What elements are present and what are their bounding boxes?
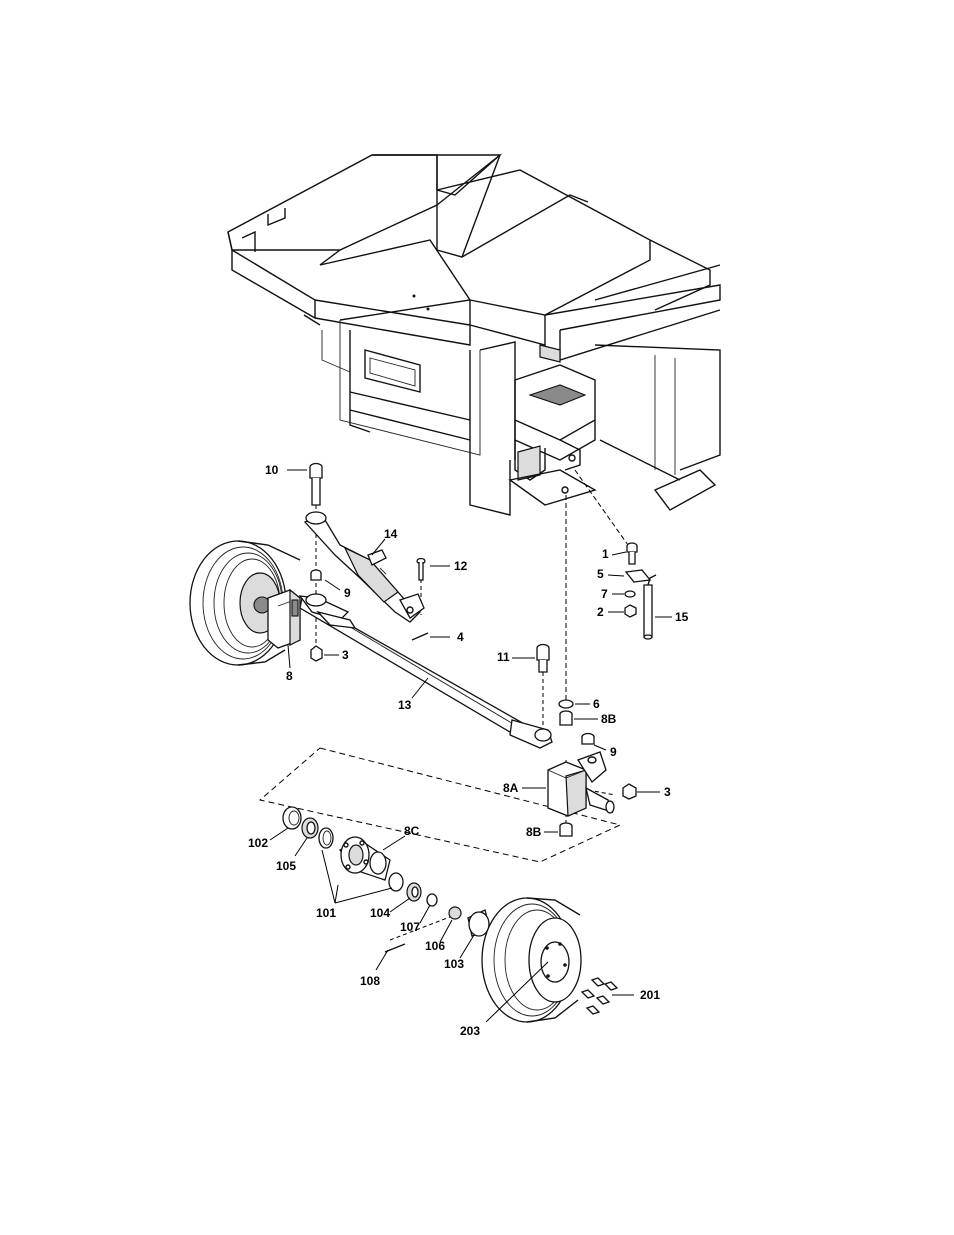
bearing-105 bbox=[301, 817, 319, 839]
pin-12 bbox=[416, 557, 426, 581]
left-wheel-assembly bbox=[189, 540, 301, 666]
callout-7: 7 bbox=[601, 587, 608, 601]
bolt-11 bbox=[536, 643, 550, 673]
bushing-8B-top bbox=[559, 710, 573, 726]
callout-105: 105 bbox=[276, 859, 296, 873]
callout-203: 203 bbox=[460, 1024, 480, 1038]
callout-8B: 8B bbox=[601, 712, 617, 726]
callout-106: 106 bbox=[425, 939, 445, 953]
cotter-pin-4 bbox=[411, 632, 429, 641]
callout-108: 108 bbox=[360, 974, 380, 988]
bolt-10 bbox=[309, 462, 323, 506]
hydraulic-cylinder bbox=[303, 511, 425, 623]
callout-103: 103 bbox=[444, 957, 464, 971]
callout-15: 15 bbox=[675, 610, 689, 624]
callout-1: 1 bbox=[602, 547, 609, 561]
washer-6 bbox=[558, 699, 574, 709]
dust-cap-103 bbox=[467, 909, 491, 937]
callout-10: 10 bbox=[265, 463, 279, 477]
callout-8: 8 bbox=[286, 669, 293, 683]
bolt-1 bbox=[626, 542, 638, 565]
callout-8B: 8B bbox=[526, 825, 542, 839]
callout-3: 3 bbox=[342, 648, 349, 662]
callout-201: 201 bbox=[640, 988, 660, 1002]
chassis-frame bbox=[227, 154, 721, 516]
bushing-9-right bbox=[581, 732, 595, 745]
washer-107 bbox=[426, 893, 438, 907]
bushing-9-left bbox=[310, 569, 322, 581]
bushing-8B-bottom bbox=[559, 822, 573, 837]
nut-3-right bbox=[622, 783, 637, 800]
cup-101-a bbox=[318, 827, 334, 849]
nut-106 bbox=[448, 906, 462, 920]
callout-101: 101 bbox=[316, 906, 336, 920]
callout-6: 6 bbox=[593, 697, 600, 711]
bearing-104 bbox=[406, 882, 422, 902]
seal-102 bbox=[282, 806, 302, 830]
callout-5: 5 bbox=[597, 567, 604, 581]
callout-8C: 8C bbox=[404, 824, 420, 838]
callout-4: 4 bbox=[457, 630, 464, 644]
callout-107: 107 bbox=[400, 920, 420, 934]
bracket-5 bbox=[624, 569, 652, 583]
cup-101-b bbox=[388, 872, 404, 892]
nut-3-left bbox=[310, 645, 323, 662]
callout-14: 14 bbox=[384, 527, 398, 541]
callout-12: 12 bbox=[454, 559, 468, 573]
callout-9: 9 bbox=[610, 745, 617, 759]
cotter-pin-108 bbox=[384, 943, 406, 953]
callout-2: 2 bbox=[597, 605, 604, 619]
washer-7 bbox=[624, 590, 636, 598]
lug-bolts-201 bbox=[580, 977, 619, 1015]
callout-9: 9 bbox=[344, 586, 351, 600]
nut-2 bbox=[624, 604, 637, 618]
callout-13: 13 bbox=[398, 698, 412, 712]
spindle-8A bbox=[547, 751, 615, 817]
hardware-parts bbox=[309, 462, 657, 837]
callout-104: 104 bbox=[370, 906, 390, 920]
callout-8A: 8A bbox=[503, 781, 519, 795]
hub-components bbox=[282, 806, 491, 953]
callout-labels: 10 14 12 9 4 8 3 13 11 1 5 7 2 15 6 8B 9… bbox=[248, 463, 689, 1038]
pin-15 bbox=[643, 574, 657, 640]
right-wheel-203 bbox=[481, 897, 582, 1023]
tie-rod bbox=[298, 593, 553, 749]
hub-8C bbox=[339, 836, 391, 881]
callout-11: 11 bbox=[497, 650, 510, 664]
callout-3: 3 bbox=[664, 785, 671, 799]
callout-102: 102 bbox=[248, 836, 268, 850]
leader-lines bbox=[269, 469, 672, 1023]
